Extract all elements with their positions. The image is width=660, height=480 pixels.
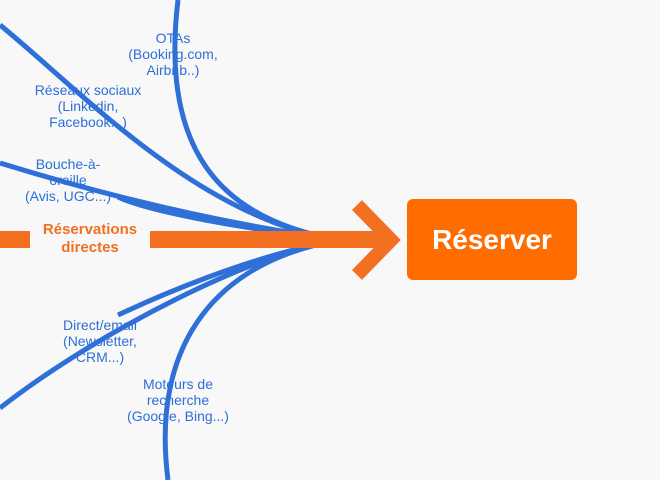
channel-label-otas: OTAs (Booking.com, Airbnb..) <box>128 30 218 78</box>
channel-label-word-of-mouth: Bouche-à- oreille (Avis, UGC...) <box>24 156 112 204</box>
social-line <box>0 23 341 243</box>
reserve-button[interactable]: Réserver <box>407 199 577 280</box>
search-line <box>162 237 341 480</box>
channel-label-email: Direct/email (Newsletter, CRM...) <box>63 317 137 365</box>
channel-label-search: Moteurs de recherche (Google, Bing...) <box>127 376 229 424</box>
channel-label-social: Réseaux sociaux (Linkedin, Facebook...) <box>34 82 142 130</box>
direct-bookings-label: Réservations directes <box>42 221 138 256</box>
direct-bar-left <box>0 231 30 248</box>
arrow-head-icon <box>351 200 401 280</box>
direct-bar-right <box>150 231 385 248</box>
email-line <box>116 237 341 318</box>
